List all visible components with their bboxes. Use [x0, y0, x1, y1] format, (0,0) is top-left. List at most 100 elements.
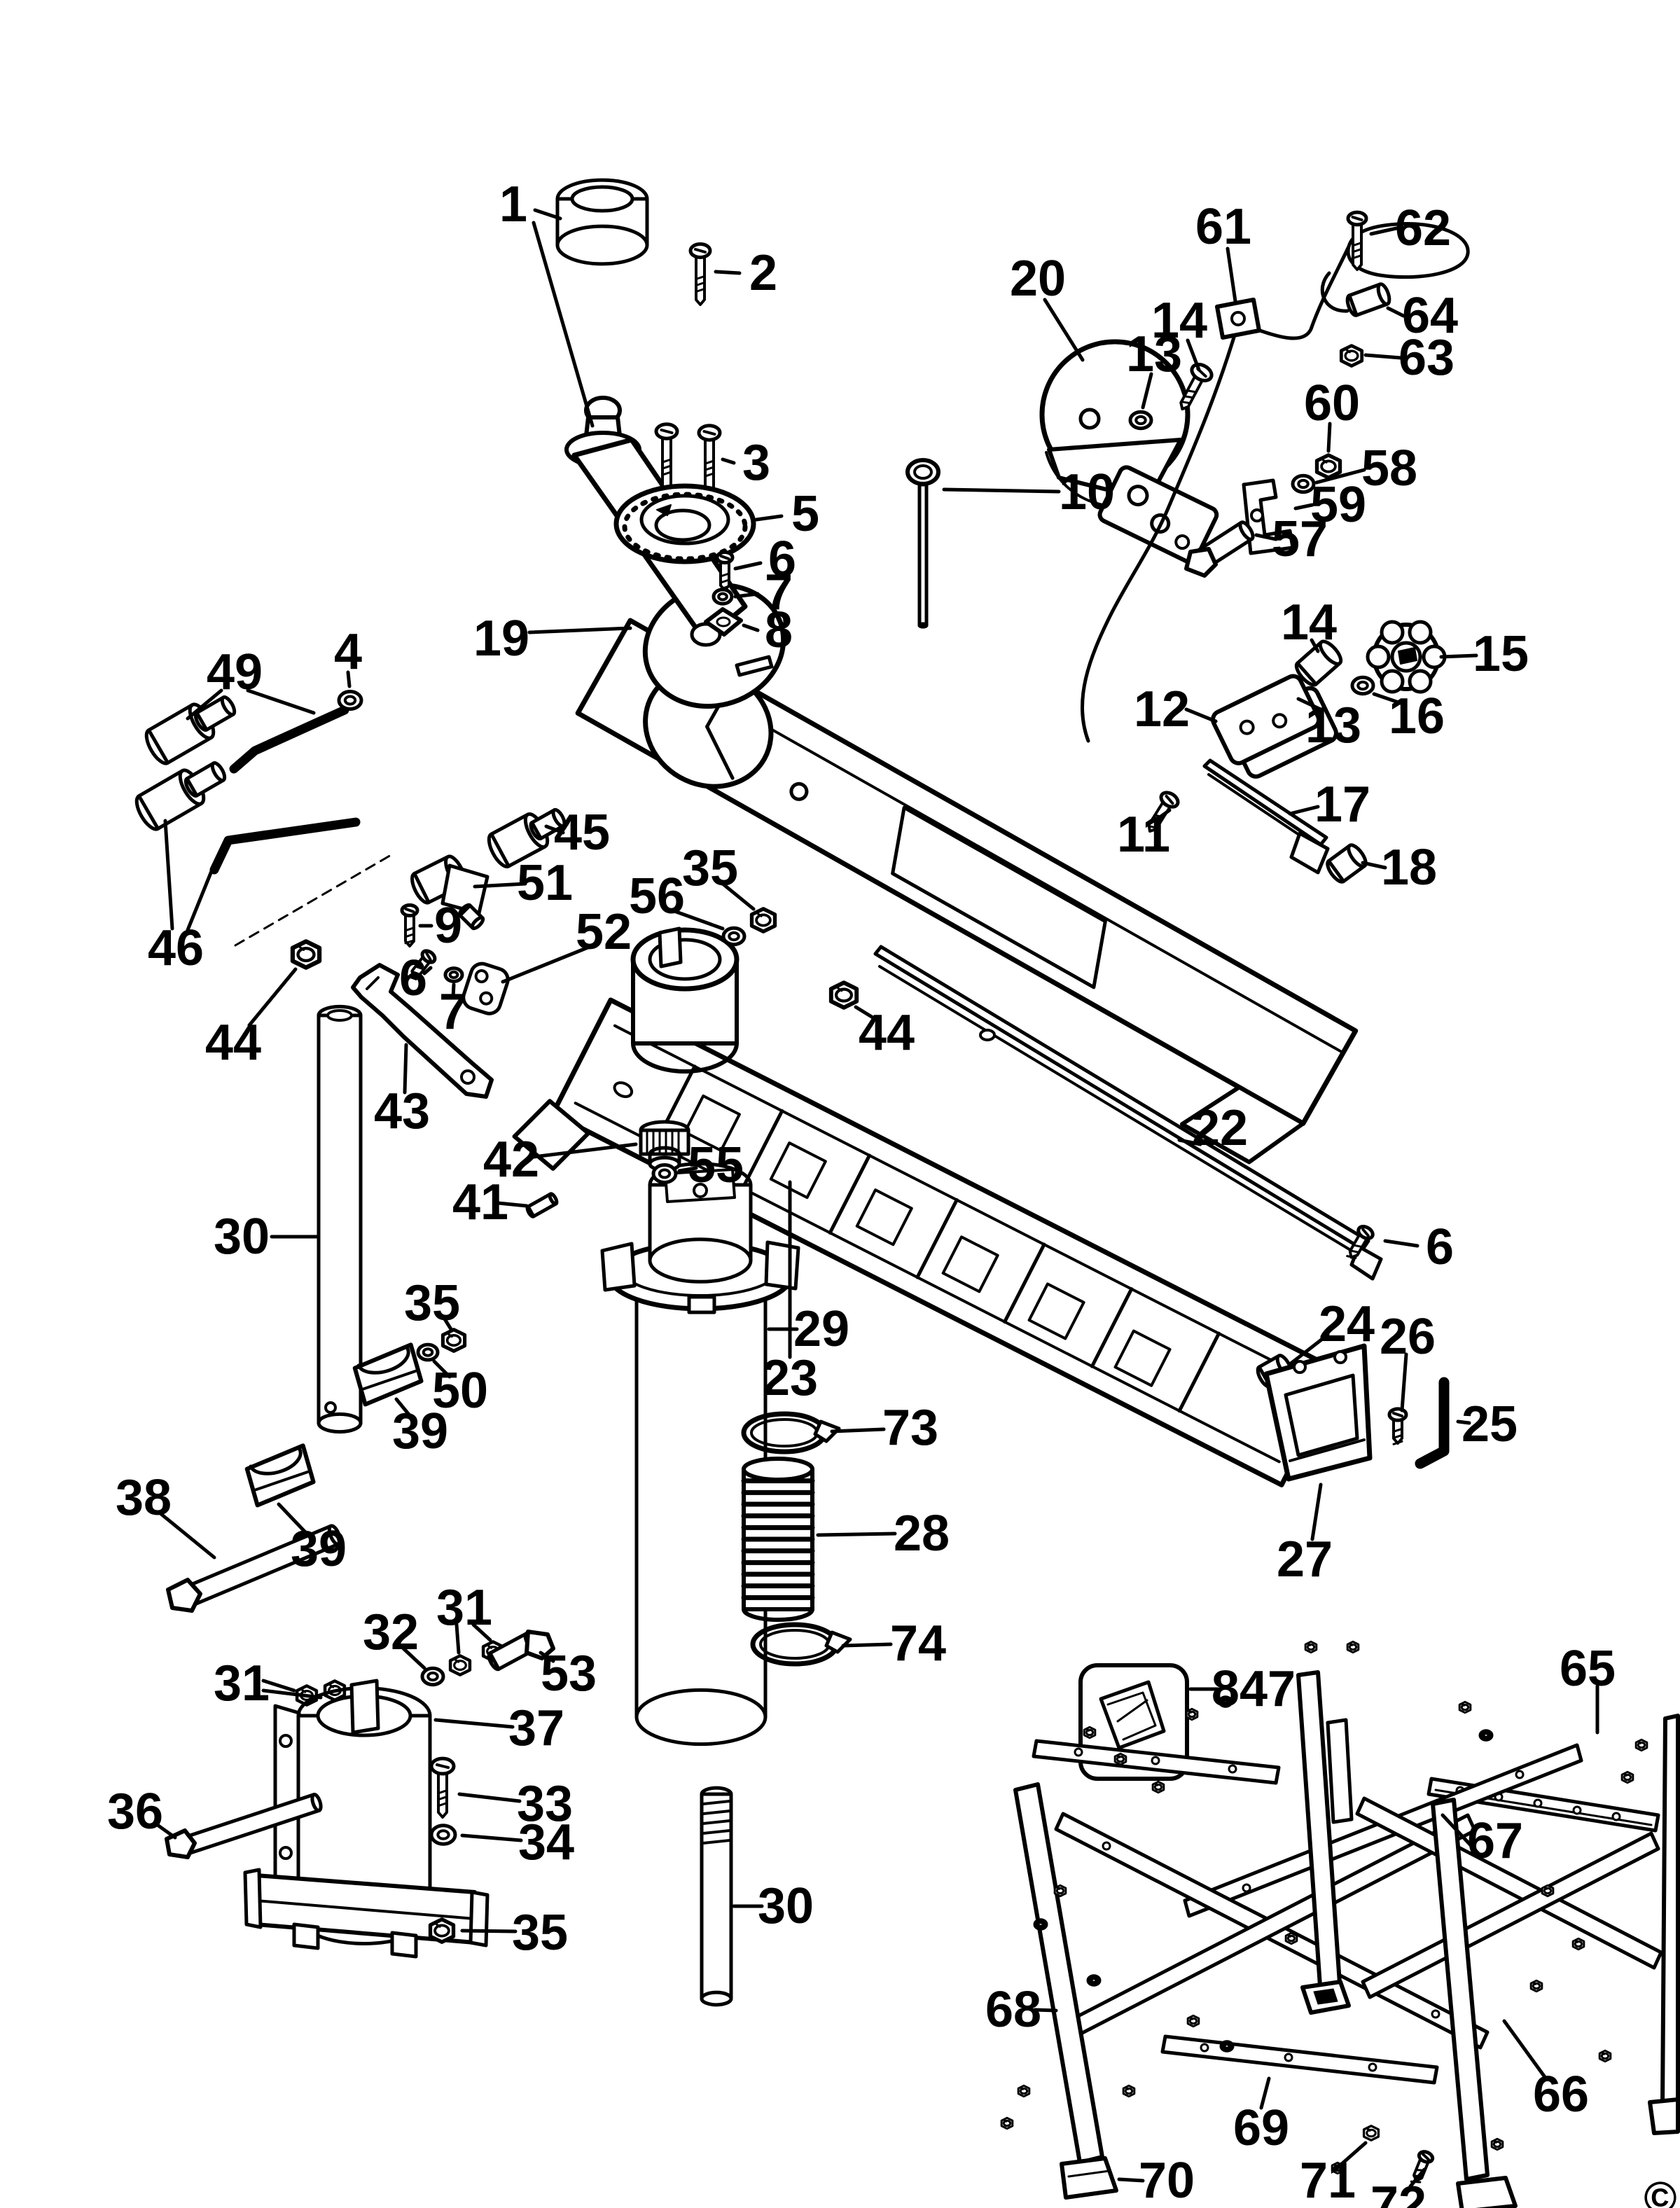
washer-hole — [436, 1829, 450, 1840]
clamp-saddle — [244, 1443, 316, 1508]
assembly-axis — [234, 853, 394, 947]
part-callout-53: 53 — [539, 1646, 597, 1702]
bushing — [1326, 843, 1368, 884]
leader-line — [432, 1359, 452, 1379]
leader-line — [733, 592, 760, 599]
leader-line — [1340, 2141, 1368, 2166]
leader-line — [261, 1688, 323, 1700]
nut-facet — [1461, 1702, 1466, 1707]
nut-facet — [486, 1644, 493, 1649]
part-callout-55: 55 — [677, 1137, 744, 1193]
leader-line — [1326, 422, 1332, 453]
tube-cap — [183, 777, 199, 798]
leader-line — [261, 1679, 296, 1693]
clamp-stub — [457, 903, 485, 931]
nut-facet — [328, 1683, 335, 1688]
screw-slot — [1351, 216, 1363, 221]
bar-hole — [1611, 1812, 1621, 1821]
nut-facet — [1056, 1886, 1061, 1890]
knob-lobe — [1408, 669, 1433, 694]
channel-pocket — [1027, 1282, 1085, 1340]
washer — [721, 926, 747, 947]
nut-facet — [1125, 2086, 1130, 2090]
screw-thread — [406, 975, 417, 980]
retaining-ring-inner — [759, 1629, 831, 1660]
part-callout-2: 2 — [714, 245, 777, 301]
saddle-groove — [356, 1347, 410, 1375]
leader-line — [454, 1623, 461, 1655]
leader-line — [1288, 1333, 1330, 1366]
part-label-31: 31 — [436, 1580, 492, 1636]
screw-slot — [1361, 1228, 1370, 1237]
washer-hole — [422, 1347, 434, 1357]
tube-cap — [144, 728, 170, 765]
leader-line — [544, 824, 565, 835]
leader-line — [471, 1623, 492, 1642]
leader-line — [1369, 226, 1398, 236]
nut-hole — [445, 1334, 462, 1347]
washer-hole — [343, 695, 357, 706]
screw-thread — [1183, 395, 1195, 399]
knob-lobe — [1380, 620, 1405, 645]
dial-rod — [917, 481, 929, 629]
part-callout-28: 28 — [816, 1506, 950, 1562]
part-callout-39: 39 — [277, 1502, 347, 1577]
screw-shaft — [1352, 221, 1363, 271]
screw-thread — [1392, 1440, 1403, 1445]
tube-end — [548, 1192, 559, 1206]
leader-line — [1288, 805, 1320, 816]
screw-slot — [436, 1763, 450, 1769]
part-label-19: 19 — [473, 611, 529, 667]
leader-line — [539, 1651, 555, 1663]
leader-line — [1184, 707, 1218, 723]
wrench-jaw — [366, 976, 380, 990]
washer-hole — [717, 592, 728, 602]
part-label-29: 29 — [793, 1301, 849, 1357]
screw-thread — [404, 926, 415, 932]
nut-facet — [1188, 1709, 1193, 1714]
part-label-14: 14 — [1151, 293, 1207, 349]
part-label-23: 23 — [762, 1350, 818, 1406]
leader-line — [457, 1792, 522, 1803]
part-callout-30: 30 — [732, 1878, 814, 1934]
part-callout-33: 33 — [457, 1776, 573, 1832]
washer-hole — [448, 970, 459, 980]
part-label-61: 61 — [1195, 199, 1251, 255]
washer — [443, 966, 464, 983]
nut-facet — [1532, 1981, 1537, 1985]
nut-hole — [1320, 459, 1337, 473]
crank-hole-divider — [705, 725, 735, 780]
locknut — [828, 980, 859, 1010]
screw-thread — [1352, 1244, 1363, 1249]
tube-end — [317, 1412, 363, 1434]
part-callout-13: 13 — [1296, 697, 1361, 754]
locknut — [428, 1917, 456, 1944]
plate-hole — [279, 1734, 293, 1748]
part-callout-68: 68 — [985, 1982, 1058, 2038]
washer-hole — [1297, 478, 1310, 489]
washer-hole — [658, 1168, 672, 1179]
nut-facet — [835, 985, 843, 992]
tube-end — [555, 224, 649, 266]
part-callout-6: 6 — [733, 532, 796, 588]
clip-hole — [716, 616, 731, 627]
screw-slot — [694, 248, 707, 254]
part-callout-17: 17 — [1288, 777, 1370, 833]
nut-facet — [1287, 1933, 1292, 1938]
nut-facet — [1345, 348, 1351, 354]
saddle-line — [254, 1470, 310, 1492]
screw — [429, 1756, 456, 1819]
screw-slot — [719, 555, 730, 560]
screw-thread — [704, 466, 715, 471]
screw-shaft — [437, 1770, 448, 1819]
tube-cap — [700, 1786, 733, 1796]
rail-hole — [979, 1029, 996, 1041]
part-label-64: 64 — [1402, 288, 1458, 344]
part-label-11: 11 — [1117, 807, 1170, 863]
part-label-68: 68 — [985, 1982, 1041, 2038]
leader-line — [721, 457, 736, 465]
tube-cap — [555, 178, 649, 201]
part-label-1: 1 — [499, 176, 527, 232]
screw-thread — [695, 282, 706, 286]
nut — [1529, 1979, 1543, 1993]
